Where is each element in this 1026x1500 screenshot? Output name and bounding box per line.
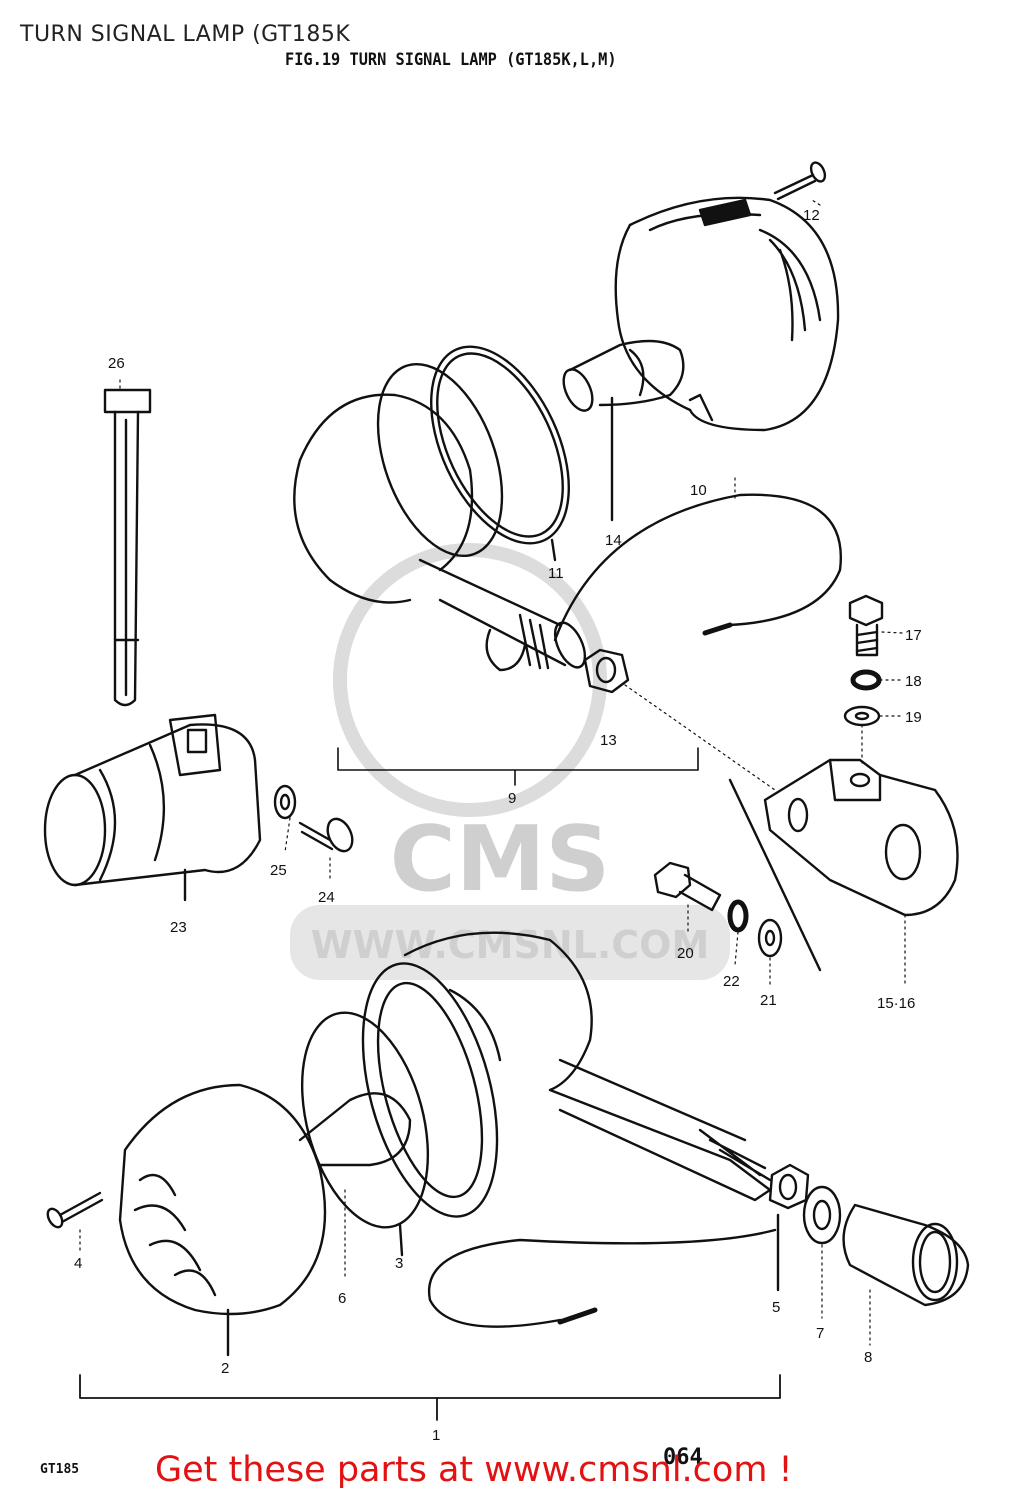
model-code: GT185 bbox=[40, 1462, 80, 1477]
screw-part-24 bbox=[298, 817, 354, 853]
leader-lines bbox=[79, 199, 906, 1346]
washer-part-19 bbox=[843, 705, 881, 727]
label-15-16: 15·16 bbox=[877, 995, 915, 1012]
washer-part-25 bbox=[273, 784, 297, 820]
lock-washer-part-22 bbox=[727, 899, 749, 933]
label-19: 19 bbox=[905, 709, 922, 726]
relay-part-23 bbox=[43, 713, 262, 902]
label-9: 9 bbox=[508, 790, 516, 807]
washer-part-7 bbox=[802, 1185, 842, 1245]
label-2: 2 bbox=[221, 1360, 229, 1377]
bolt-part-20 bbox=[653, 861, 722, 912]
label-13: 13 bbox=[600, 732, 617, 749]
label-18: 18 bbox=[905, 673, 922, 690]
lens-part-2 bbox=[118, 1083, 412, 1357]
watermark-url: WWW.CMSNL.COM bbox=[311, 923, 710, 967]
boot-part-8 bbox=[842, 1203, 970, 1307]
label-23: 23 bbox=[170, 919, 187, 936]
label-4: 4 bbox=[74, 1255, 82, 1272]
label-21: 21 bbox=[760, 992, 777, 1009]
label-12: 12 bbox=[803, 207, 820, 224]
label-22: 22 bbox=[723, 973, 740, 990]
lamp-assembly-part-9 bbox=[293, 362, 587, 672]
wire-lower bbox=[427, 1228, 777, 1328]
nut-part-5 bbox=[768, 1163, 810, 1292]
label-7: 7 bbox=[816, 1325, 824, 1342]
label-25: 25 bbox=[270, 862, 287, 879]
label-6: 6 bbox=[338, 1290, 346, 1307]
bolt-part-17 bbox=[848, 594, 884, 657]
label-11: 11 bbox=[548, 565, 564, 582]
label-3: 3 bbox=[395, 1255, 403, 1272]
nut-part-13 bbox=[583, 648, 630, 694]
page-title: TURN SIGNAL LAMP (GT185K bbox=[20, 22, 351, 47]
lower-housing-part-1 bbox=[403, 931, 772, 1202]
watermark-logo: CMS bbox=[390, 807, 610, 912]
bulb-part-14 bbox=[562, 339, 685, 522]
promo-link[interactable]: Get these parts at www.cmsnl.com ! bbox=[155, 1450, 793, 1490]
washer-part-21 bbox=[757, 918, 783, 958]
cms-watermark: CMS WWW.CMSNL.COM bbox=[290, 543, 730, 980]
bracket-line-9 bbox=[337, 747, 699, 786]
wire-upper bbox=[553, 493, 843, 642]
figure-title: FIG.19 TURN SIGNAL LAMP (GT185K,L,M) bbox=[285, 50, 617, 70]
bracket-part-15-16 bbox=[728, 758, 959, 972]
label-20: 20 bbox=[677, 945, 694, 962]
screw-part-4 bbox=[46, 1191, 104, 1229]
housing-part-10 bbox=[614, 196, 840, 432]
label-8: 8 bbox=[864, 1349, 872, 1366]
label-5: 5 bbox=[772, 1299, 780, 1316]
screw-part-12 bbox=[773, 161, 827, 201]
label-10: 10 bbox=[690, 482, 707, 499]
lock-washer-part-18 bbox=[850, 669, 882, 691]
label-14: 14 bbox=[605, 532, 622, 549]
part-number-labels: 12 10 14 11 26 17 18 19 13 9 25 24 23 20… bbox=[74, 207, 922, 1444]
sheet-number: 064 bbox=[663, 1445, 703, 1470]
label-1: 1 bbox=[432, 1427, 440, 1444]
rim-part-3 bbox=[300, 962, 499, 1257]
label-26: 26 bbox=[108, 355, 125, 372]
label-24: 24 bbox=[318, 889, 335, 906]
bracket-line-1 bbox=[79, 1374, 781, 1421]
gasket-part-11 bbox=[430, 345, 570, 562]
label-17: 17 bbox=[905, 627, 922, 644]
cable-tie-part-26 bbox=[103, 388, 152, 707]
